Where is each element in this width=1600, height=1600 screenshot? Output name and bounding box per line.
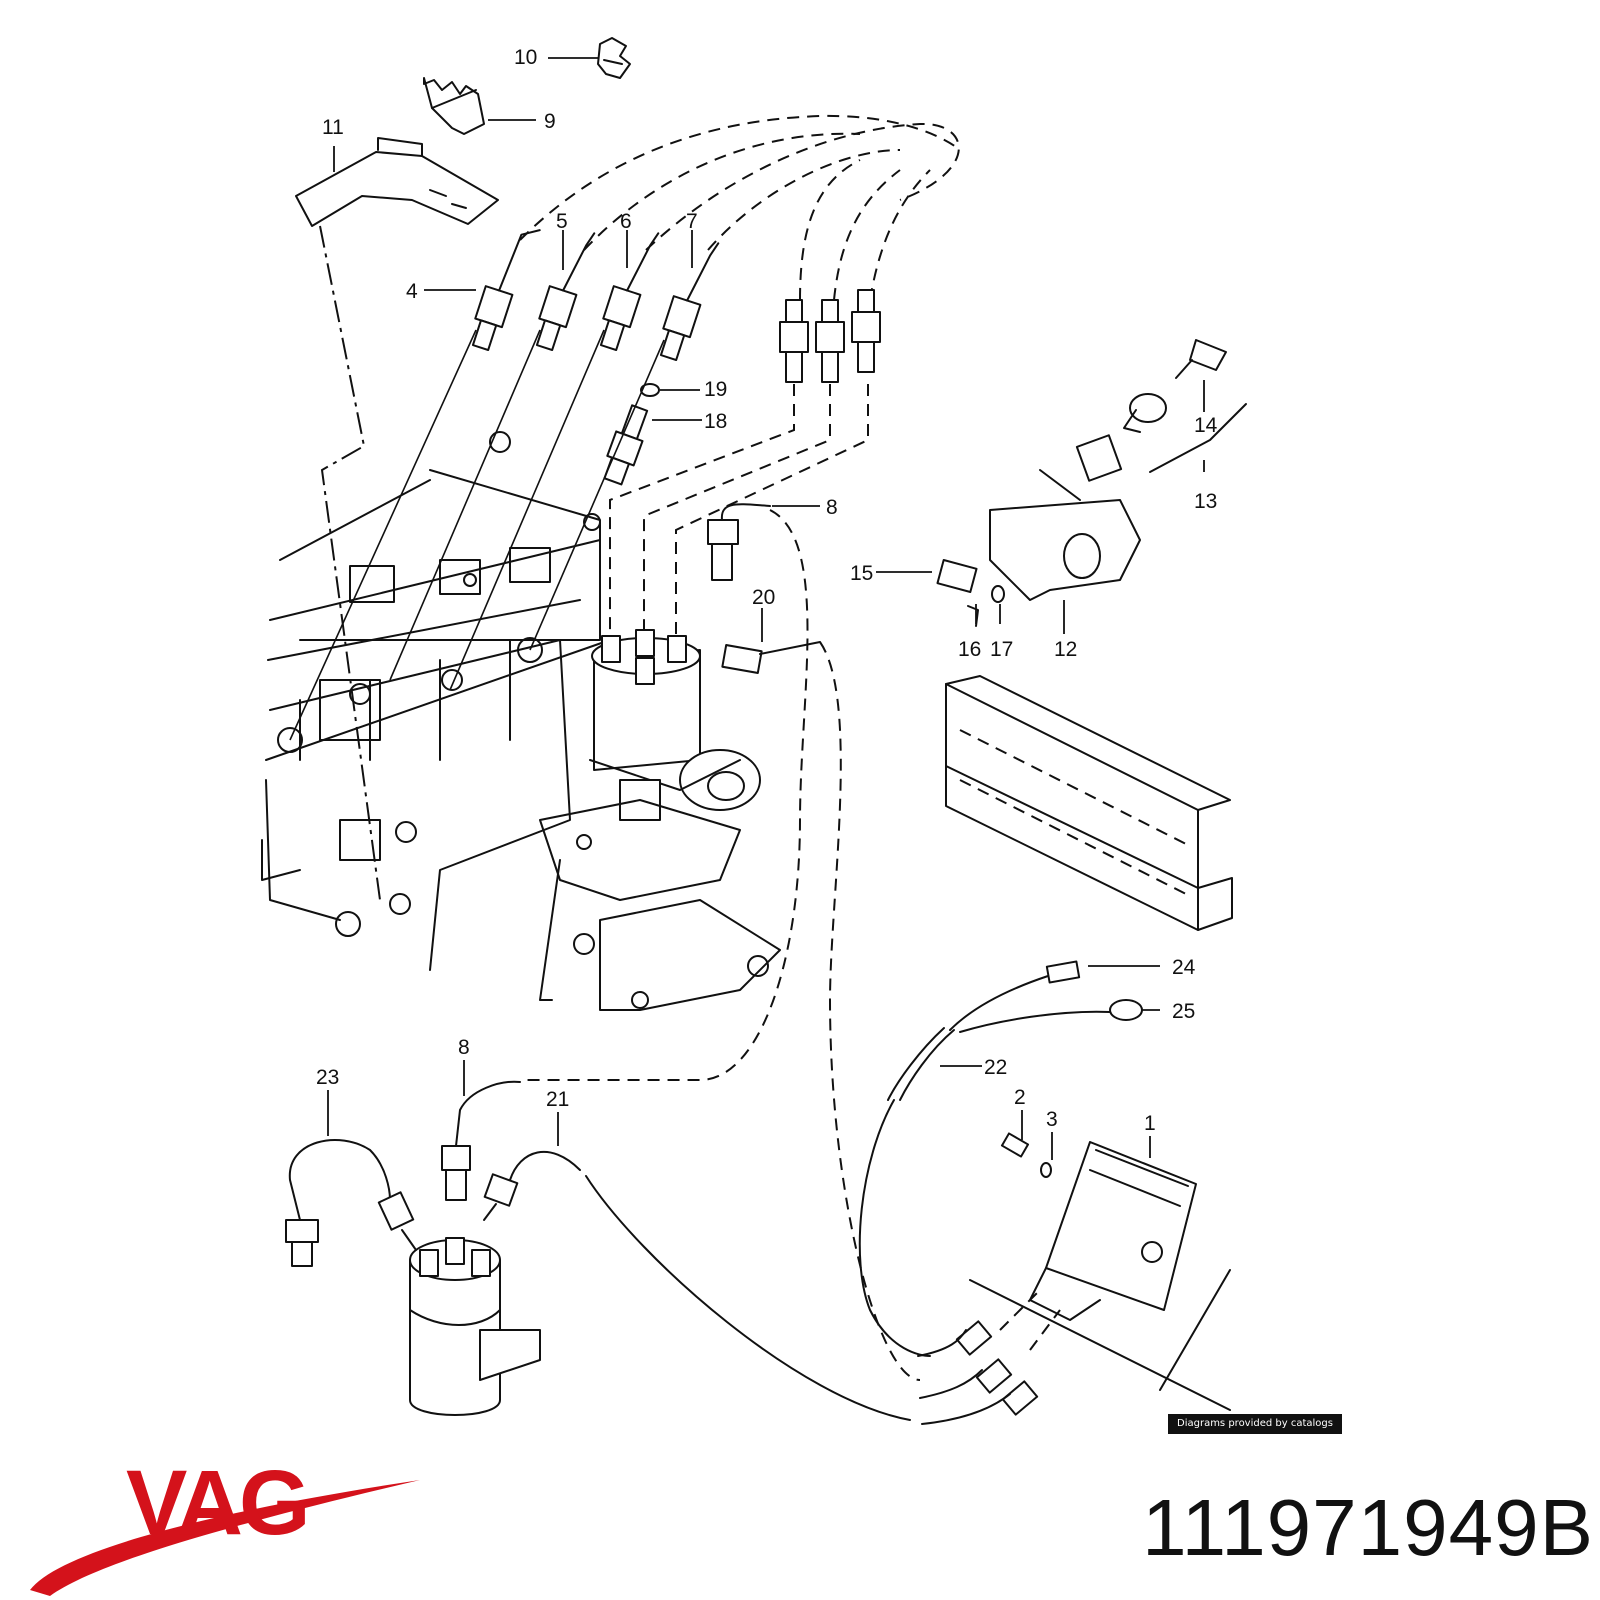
callout-12: 12 <box>1054 638 1077 661</box>
callout-10: 10 <box>514 46 537 69</box>
callout-19: 19 <box>704 378 727 401</box>
distributor <box>539 629 781 1011</box>
callout-21: 21 <box>546 1088 569 1111</box>
ignition-coil <box>409 1237 541 1416</box>
part-bracket-11 <box>295 137 499 227</box>
callout-4: 4 <box>406 280 418 303</box>
callout-5: 5 <box>556 210 568 233</box>
brand-text: VAG <box>126 1452 307 1554</box>
callout-22: 22 <box>984 1056 1007 1079</box>
callout-23: 23 <box>316 1066 339 1089</box>
sensor-21 <box>483 1151 581 1221</box>
spark-plug-connectors <box>471 229 720 362</box>
callout-24: 24 <box>1172 956 1196 979</box>
callout-17: 17 <box>990 638 1013 661</box>
sensor-wires-bottom <box>585 1175 1061 1425</box>
callout-25: 25 <box>1172 1000 1195 1023</box>
callout-18: 18 <box>704 410 727 433</box>
spark-plug-18 <box>603 383 660 486</box>
control-unit-stack <box>945 675 1233 931</box>
engine-block <box>261 431 611 971</box>
callout-8-lower: 8 <box>458 1036 470 1059</box>
vag-logo-swoosh-icon <box>30 1480 420 1596</box>
callout-7: 7 <box>686 210 698 233</box>
callout-13: 13 <box>1194 490 1217 513</box>
callout-16: 16 <box>958 638 981 661</box>
vag-logo: VAG <box>30 1452 420 1596</box>
callout-leaders <box>327 57 1205 1160</box>
callout-3: 3 <box>1046 1108 1058 1131</box>
sensor-8-lower <box>441 1080 521 1201</box>
part-clip-10 <box>597 37 631 79</box>
callout-20: 20 <box>752 586 775 609</box>
sensor-8-upper <box>520 503 809 1081</box>
wire-22-24-25 <box>858 960 1143 1357</box>
sensor-23 <box>285 1139 417 1267</box>
part-number: 111971949B <box>1142 1483 1594 1572</box>
callout-15: 15 <box>850 562 873 585</box>
ignition-lock-assembly <box>936 339 1247 627</box>
distributor-leads <box>289 225 869 901</box>
callout-8: 8 <box>826 496 838 519</box>
callout-11: 11 <box>322 116 344 139</box>
part-holder-9 <box>423 77 485 135</box>
diagram-credit-banner: Diagrams provided by catalogs parts <box>1168 1414 1342 1449</box>
control-unit-1 <box>969 1132 1231 1411</box>
plug-connectors-right <box>779 289 881 383</box>
callout-2: 2 <box>1014 1086 1026 1109</box>
callout-1: 1 <box>1144 1112 1156 1135</box>
callout-14: 14 <box>1194 414 1218 437</box>
ignition-leads <box>519 114 961 301</box>
callout-6: 6 <box>620 210 632 233</box>
callout-labels: 10 9 11 4 5 6 7 19 18 8 20 15 16 17 12 1… <box>316 46 1218 1135</box>
callout-9: 9 <box>544 110 556 133</box>
sensor-20 <box>721 641 921 1381</box>
